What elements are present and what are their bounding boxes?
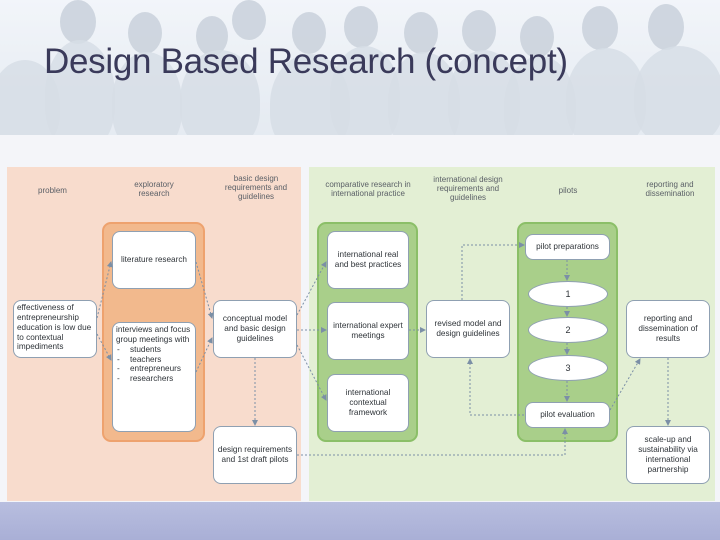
pilot-evaluation-box: pilot evaluation	[525, 402, 610, 428]
pilot-2-ellipse: 2	[528, 317, 608, 343]
header-comparative-research: comparative research in international pr…	[325, 180, 411, 199]
header-banner-photo: Design Based Research (concept)	[0, 0, 720, 135]
interviews-intro: interviews and focus group meetings with	[116, 325, 191, 344]
list-item: students	[116, 345, 181, 355]
design-requirements-box: design requirements and 1st draft pilots	[213, 426, 297, 484]
international-contextual-framework-box: international contextual framework	[327, 374, 409, 432]
international-best-practices-box: international real and best practices	[327, 231, 409, 289]
literature-research-box: literature research	[112, 231, 196, 289]
international-expert-meetings-box: international expert meetings	[327, 302, 409, 360]
pilot-preparations-box: pilot preparations	[525, 234, 610, 260]
footer-band	[0, 502, 720, 540]
slide-title: Design Based Research (concept)	[44, 42, 568, 81]
list-item: teachers	[116, 355, 181, 365]
problem-box: effectiveness of entrepreneurship educat…	[13, 300, 97, 358]
reporting-dissemination-box: reporting and dissemination of results	[626, 300, 710, 358]
scale-up-box: scale-up and sustainability via internat…	[626, 426, 710, 484]
header-pilots: pilots	[558, 186, 578, 195]
interviews-box: interviews and focus group meetings with…	[112, 322, 196, 432]
header-basic-design: basic design requirements and guidelines	[224, 174, 288, 202]
revised-model-box: revised model and design guidelines	[426, 300, 510, 358]
list-item: researchers	[116, 374, 181, 384]
header-exploratory-research: exploratory research	[134, 180, 174, 199]
list-item: entrepreneurs	[116, 364, 181, 374]
pilot-1-ellipse: 1	[528, 281, 608, 307]
header-international-design: international design requirements and gu…	[433, 175, 503, 203]
interviews-list: students teachers entrepreneurs research…	[116, 345, 181, 384]
conceptual-model-box: conceptual model and basic design guidel…	[213, 300, 297, 358]
header-problem: problem	[38, 186, 67, 195]
pilot-3-ellipse: 3	[528, 355, 608, 381]
header-reporting: reporting and dissemination	[645, 180, 695, 199]
